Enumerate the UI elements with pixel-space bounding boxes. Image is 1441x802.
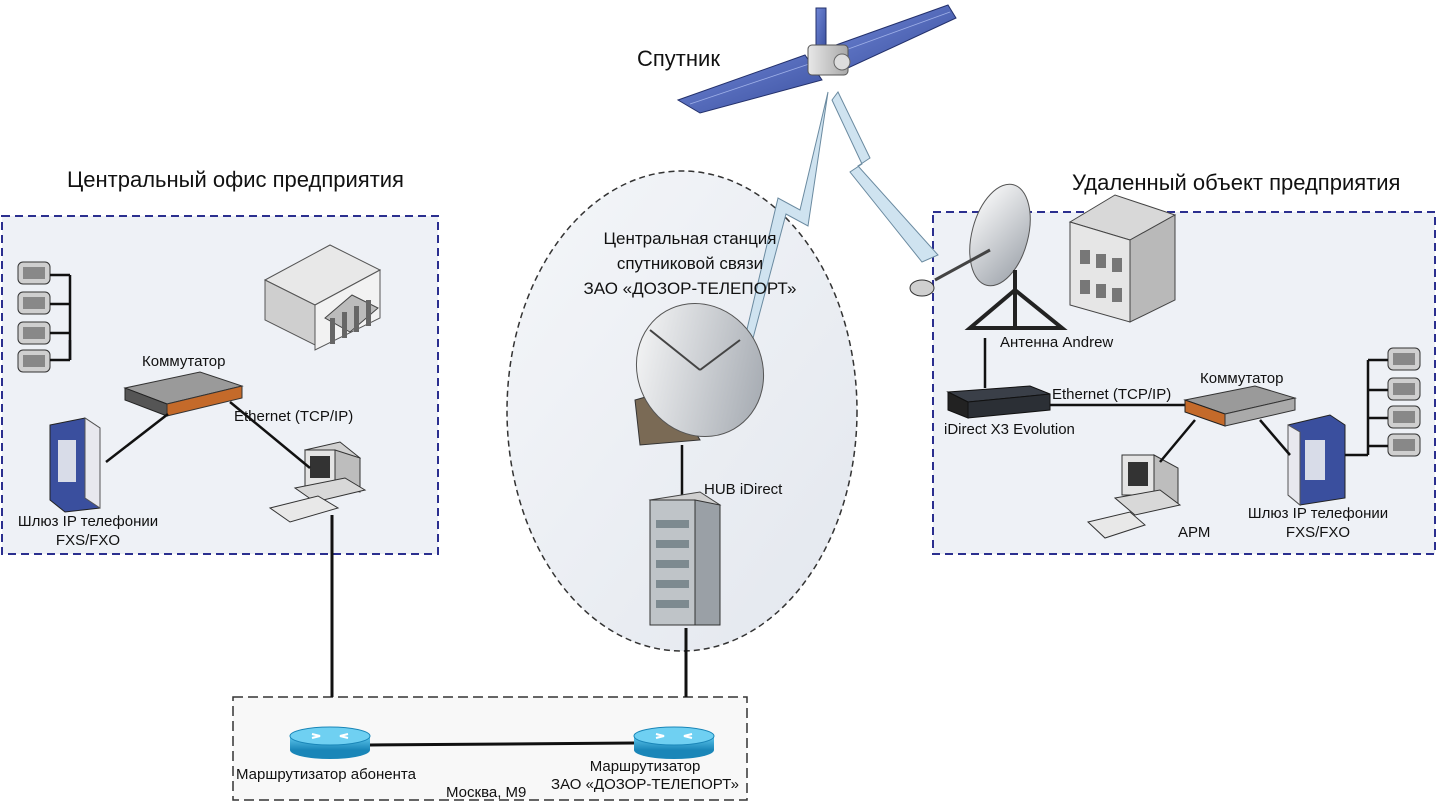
hub-server-icon [648,491,722,626]
link-switch-gateway [105,413,169,463]
central-gateway-label-1: Шлюз IP телефонии [17,513,159,530]
remote-ethernet-label: Ethernet (TCP/IP) [1052,386,1172,403]
modem-icon [946,385,1051,419]
satellite-icon [676,4,957,114]
teleport-router-icon [633,726,715,759]
link-routers [369,741,635,747]
remote-building-icon [1068,194,1177,323]
antenna-andrew-icon [909,183,1068,330]
link-switch-gateway-right [1259,419,1291,456]
modem-label: iDirect X3 Evolution [944,421,1075,438]
workstation-label: АРМ [1178,524,1211,541]
switch-icon-right [1183,385,1297,427]
satellite-label: Спутник [637,46,720,71]
central-office-title: Центральный офис предприятия [67,167,404,192]
remote-gateway-label-1: Шлюз IP телефонии [1247,505,1389,522]
workstation-icon-left [268,441,367,523]
central-ethernet-label: Ethernet (TCP/IP) [234,408,354,425]
subscriber-router-label: Маршрутизатор абонента [236,766,416,783]
remote-site-title: Удаленный объект предприятия [1072,170,1401,195]
ip-gateway-icon-left [49,417,101,513]
central-gateway-label-2: FXS/FXO [55,532,121,549]
ip-gateway-icon-right [1287,414,1346,507]
central-station-title-1: Центральная станция [603,229,777,248]
hub-label: HUB iDirect [704,481,783,498]
workstation-icon-right [1086,454,1182,539]
link-switch-pc [229,401,311,469]
office-building-icon [263,244,382,351]
teleport-router-label-2: ЗАО «ДОЗОР-ТЕЛЕПОРТ» [551,776,739,793]
antenna-label: Антенна Andrew [1000,334,1114,351]
teleport-router-label-1: Маршрутизатор [589,758,701,775]
hub-dish-icon [634,302,765,446]
central-switch-label: Коммутатор [142,353,226,370]
moscow-location-label: Москва, М9 [446,784,527,801]
link-switch-pc-right [1159,419,1196,463]
subscriber-router-icon [289,726,371,759]
remote-switch-label: Коммутатор [1200,370,1284,387]
central-station-title-3: ЗАО «ДОЗОР-ТЕЛЕПОРТ» [583,279,797,298]
central-station-title-2: спутниковой связи [616,254,764,273]
phone-stack-right [1345,347,1421,457]
switch-icon-left [123,371,244,417]
remote-gateway-label-2: FXS/FXO [1285,524,1351,541]
phone-stack-left [17,261,72,373]
radio-link-right [831,91,939,263]
remote-site-frame [932,211,1436,555]
